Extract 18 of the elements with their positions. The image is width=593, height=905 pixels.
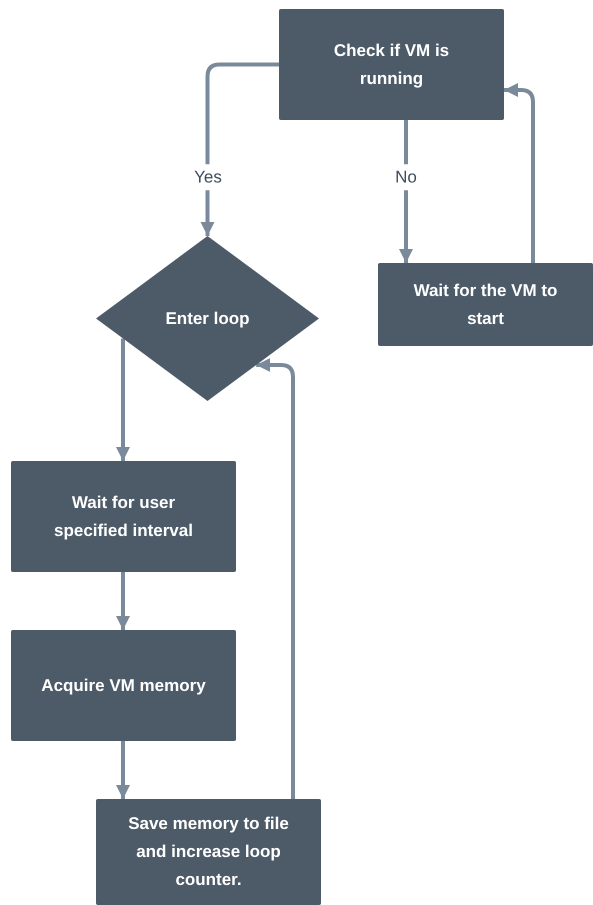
arrow <box>116 338 130 461</box>
process-box <box>378 263 593 346</box>
process-box <box>96 799 321 905</box>
node-text: Wait for user specified interval <box>53 492 194 542</box>
arrow <box>504 83 535 263</box>
arrow <box>116 741 130 799</box>
process-box <box>279 9 504 120</box>
process-box <box>11 630 236 741</box>
process-box <box>11 461 236 572</box>
node-text: Wait for the VM to start <box>412 280 558 330</box>
arrow <box>116 572 130 630</box>
arrow <box>256 358 295 799</box>
arrow <box>200 62 279 236</box>
node-text: Acquire VM memory <box>41 674 206 696</box>
node-text: Check if VM is running <box>332 40 450 90</box>
decision-diamond <box>96 236 319 401</box>
node-text: Save memory to file and increase loop counter. <box>127 813 290 891</box>
node-text: Enter loop <box>165 308 250 330</box>
